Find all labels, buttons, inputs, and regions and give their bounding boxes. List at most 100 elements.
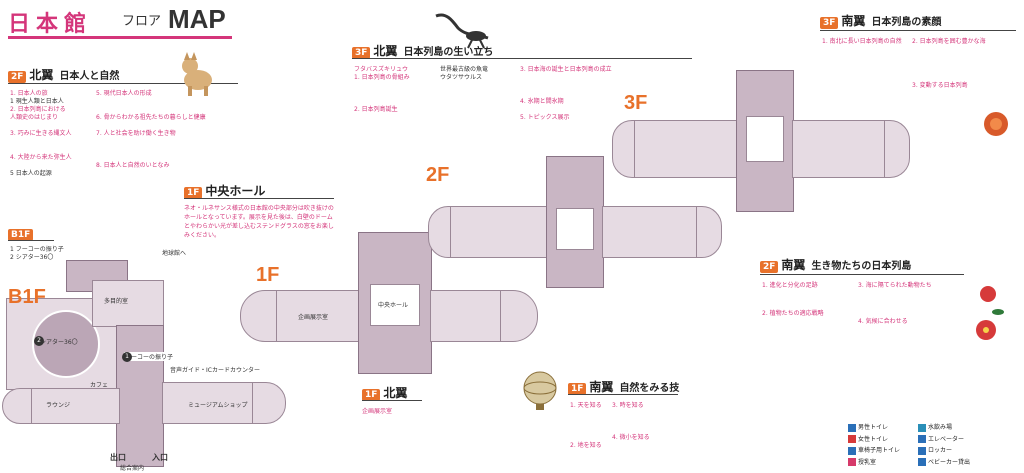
floor-badge: 1F bbox=[362, 389, 381, 401]
legend-item: ベビーカー貸出 bbox=[918, 457, 1018, 466]
f2-atrium bbox=[556, 208, 594, 250]
locker-icon bbox=[918, 446, 926, 455]
floor-badge: 1F bbox=[568, 383, 587, 395]
wing-theme: 日本列島の素顔 bbox=[871, 17, 942, 28]
f2-east-apse bbox=[696, 206, 722, 258]
wing-name: 北翼 bbox=[383, 386, 408, 400]
floor-badge: 3F bbox=[352, 47, 371, 59]
hall-name: 中央ホール bbox=[205, 184, 266, 198]
list-item: フタバスズキリュウ bbox=[354, 66, 409, 73]
list-item: 2. 日本列島誕生 bbox=[354, 106, 398, 113]
f3-west-apse bbox=[612, 120, 636, 178]
legend-item: エレベーター bbox=[918, 434, 1018, 443]
wing-theme: 自然をみる技 bbox=[619, 383, 680, 394]
camellia-image bbox=[976, 286, 1004, 340]
legend-item: ロッカー bbox=[918, 445, 1018, 455]
f1-floor-label: 1F bbox=[256, 264, 280, 286]
list-item: 5. トピックス展示 bbox=[520, 114, 570, 121]
wing-name: 南翼 bbox=[841, 14, 866, 28]
marker-2: 2 bbox=[34, 336, 44, 346]
kita-2f-col2: 5. 現代日本人の形成 6. 骨からわかる祖先たちの暮らしと健康 7. 人と社会… bbox=[96, 90, 206, 170]
multipurpose-label: 多目的室 bbox=[104, 298, 129, 305]
list-item: ウタツサウルス bbox=[440, 74, 483, 81]
minami-2f-col1: 1. 進化と分化の足跡 2. 植物たちの適応戦略 bbox=[762, 282, 824, 318]
list-item: 1. 日本列島の骨組み bbox=[354, 74, 410, 81]
minami-3f-col1: 1. 南北に長い日本列島の自然 bbox=[822, 38, 902, 46]
divider bbox=[568, 394, 678, 395]
page-subtitle: フロア bbox=[122, 14, 162, 29]
floor-badge: B1F bbox=[8, 229, 34, 241]
list-item: 3. 時を知る bbox=[612, 402, 644, 409]
list-item: 2. 地を知る bbox=[570, 442, 602, 449]
page-title-map: MAP bbox=[168, 4, 226, 34]
f3-atrium bbox=[746, 116, 784, 162]
list-item: 4. 気候に合わせる bbox=[858, 318, 908, 325]
b1f-west-wing bbox=[28, 388, 120, 424]
wing-name: 南翼 bbox=[781, 258, 806, 272]
divider bbox=[8, 83, 238, 84]
wing-name: 北翼 bbox=[373, 44, 398, 58]
kita-2f-col1: 1. 日本人の旅 1 現生人類と日本人 2. 日本列島における 人類史のはじまり… bbox=[10, 90, 72, 178]
list-item: 1 現生人類と日本人 bbox=[10, 98, 64, 105]
divider bbox=[820, 30, 1016, 31]
wing-name: 南翼 bbox=[589, 380, 614, 394]
f1-hall-label: 中央ホール bbox=[378, 302, 409, 309]
b1f-heading: B1F bbox=[8, 226, 36, 241]
tunnel-label: 地球館へ bbox=[162, 250, 187, 257]
b1f-east-apse bbox=[252, 382, 286, 424]
f1-west-apse bbox=[240, 290, 278, 342]
guide-label: 音声ガイド・ICカードカウンター bbox=[170, 367, 260, 374]
f2-west-apse bbox=[428, 206, 452, 258]
floor-badge: 2F bbox=[760, 261, 779, 273]
f2-floor-label: 2F bbox=[426, 164, 450, 186]
lounge-label: ラウンジ bbox=[46, 402, 71, 409]
list-item: 2. 日本列島を囲む豊かな海 bbox=[912, 38, 986, 45]
kita-3f-col2: 世界最古級の魚竜 ウタツサウルス bbox=[440, 66, 488, 82]
divider bbox=[352, 58, 692, 59]
list-item: 世界最古級の魚竜 bbox=[440, 66, 489, 73]
f3-floor-label: 3F bbox=[624, 92, 648, 114]
wing-theme: 日本列島の生い立ち bbox=[403, 47, 494, 58]
theater-label: シアター36〇 bbox=[40, 339, 78, 346]
minami-1f-col2: 3. 時を知る 4. 微小を知る bbox=[612, 402, 650, 442]
f1-east-wing bbox=[430, 290, 502, 342]
water-fountain-icon bbox=[918, 423, 926, 432]
list-item: 6. 骨からわかる祖先たちの暮らしと健康 bbox=[96, 114, 206, 121]
elevator-icon bbox=[918, 435, 926, 443]
entrance-label: 入口 bbox=[152, 453, 168, 462]
legend-item: 車椅子用トイレ bbox=[848, 445, 918, 455]
f3-north-wing bbox=[634, 120, 738, 178]
list-item: 2 シアター36〇 bbox=[10, 254, 54, 261]
foucault-label: フーコーの振り子 bbox=[124, 352, 175, 361]
male-toilet-icon bbox=[848, 423, 856, 432]
floor-badge: 3F bbox=[820, 17, 839, 29]
nursing-room-icon bbox=[848, 458, 856, 466]
info-label: 総合案内 bbox=[120, 465, 145, 472]
divider bbox=[184, 198, 334, 199]
list-item: 3. 海に隔てられた動物たち bbox=[858, 282, 932, 289]
b1f-floor-label: B1F bbox=[8, 286, 46, 308]
legend-item: 女性トイレ bbox=[848, 434, 918, 443]
plesiosaur-image bbox=[435, 13, 489, 49]
list-item: 5 日本人の起源 bbox=[10, 170, 52, 177]
legend-item: 水飲み場 bbox=[918, 422, 1018, 432]
f3-south-wing bbox=[792, 120, 886, 178]
f3-east-apse bbox=[884, 120, 910, 178]
list-item: 3. 日本海の誕生と日本列島の成立 bbox=[520, 66, 612, 73]
list-item: 5. 現代日本人の形成 bbox=[96, 90, 152, 97]
floor-badge: 1F bbox=[184, 187, 203, 199]
wheelchair-toilet-icon bbox=[848, 446, 856, 455]
f1-west-wing bbox=[276, 290, 360, 342]
divider bbox=[760, 274, 964, 275]
list-item: 3. 巧みに生きる縄文人 bbox=[10, 130, 72, 137]
legend-item: 授乳室 bbox=[848, 457, 918, 466]
minami-1f-col1: 1. 天を知る 2. 地を知る bbox=[570, 402, 602, 450]
kita-1f-room: 企画展示室 bbox=[362, 408, 393, 415]
list-item: 7. 人と社会を助け働く生き物 bbox=[96, 130, 176, 137]
list-item: 1. 日本人の旅 bbox=[10, 90, 48, 97]
